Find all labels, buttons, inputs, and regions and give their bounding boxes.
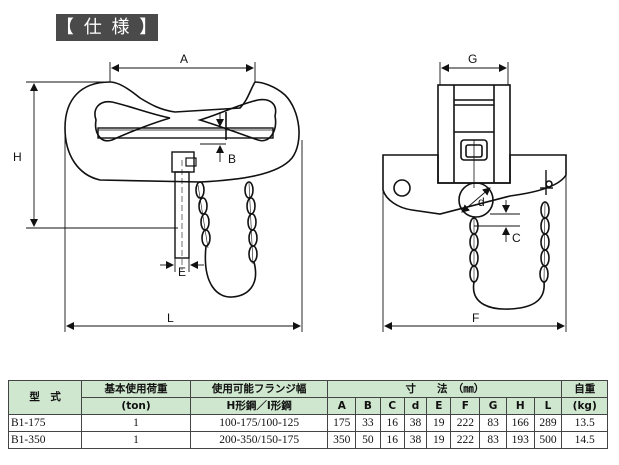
table-row: B1-350 1 200-350/150-175 350 50 16 38 19…	[7, 431, 608, 449]
dim-label-l: L	[167, 311, 174, 325]
side-chain-loop	[472, 281, 545, 310]
table-subheader-row: (ton) H形鋼／I形鋼 A B C d E F G H L (kg)	[9, 397, 608, 415]
header-model: 型 式	[7, 380, 83, 415]
row-dim-g: 83	[479, 414, 507, 432]
dim-label-e: E	[178, 265, 186, 279]
header-flange-types: H形鋼／I形鋼	[189, 397, 329, 415]
table-header-row: 型 式 基本使用荷重 使用可能フランジ幅 寸 法 （㎜） 自重	[7, 380, 608, 415]
row-dim-l: 500	[533, 431, 563, 449]
row-dim-l: 289	[533, 414, 563, 432]
pin-circle	[458, 182, 494, 218]
row-dim-h: 166	[505, 414, 535, 432]
row-dim-e: 19	[426, 431, 452, 449]
dim-label-c: C	[512, 231, 521, 245]
dim-label-a: A	[180, 52, 188, 66]
right-hook-slot	[197, 98, 277, 142]
row-dim-c: 16	[379, 414, 405, 432]
row-dim-g: 83	[479, 431, 507, 449]
header-dim-e: E	[426, 397, 452, 415]
row-load: 1	[81, 431, 191, 449]
dim-label-b: B	[228, 152, 236, 166]
left-hook-slot	[94, 100, 171, 142]
front-left-chain	[195, 181, 211, 249]
row-dim-f: 222	[450, 431, 481, 449]
header-weight: 自重	[561, 380, 608, 398]
row-flange: 200-350/150-175	[189, 431, 329, 449]
side-dimensions	[382, 62, 567, 332]
row-dim-f: 222	[450, 414, 481, 432]
header-dim-f: F	[450, 397, 481, 415]
header-dim-g: G	[479, 397, 507, 415]
row-dim-b: 33	[355, 414, 381, 432]
row-dim-h: 193	[505, 431, 535, 449]
row-dim-b: 50	[355, 431, 381, 449]
table-row: B1-175 1 100-175/100-125 175 33 16 38 19…	[7, 414, 608, 432]
header-flange: 使用可能フランジ幅	[189, 380, 329, 398]
header-dim-h: H	[505, 397, 535, 415]
dim-label-h: H	[13, 150, 22, 164]
row-dim-e: 19	[426, 414, 452, 432]
front-view	[64, 81, 300, 270]
side-left-chain	[469, 217, 479, 283]
dim-label-d: d	[478, 195, 485, 209]
row-dim-d: 38	[403, 431, 428, 449]
row-model: B1-350	[7, 431, 83, 449]
side-view	[382, 84, 567, 218]
side-clamp-plate	[382, 154, 567, 215]
row-dim-c: 16	[379, 431, 405, 449]
row-weight: 13.5	[561, 414, 608, 432]
front-right-chain	[244, 181, 258, 265]
header-load-unit: (ton)	[81, 397, 191, 415]
header-dim-a: A	[327, 397, 357, 415]
header-dim-l: L	[533, 397, 563, 415]
row-dim-d: 38	[403, 414, 428, 432]
front-dimensions	[26, 62, 303, 332]
row-dim-a: 175	[327, 414, 357, 432]
technical-drawing: A H B E L	[13, 52, 567, 332]
flange-beam	[97, 127, 274, 139]
row-model: B1-175	[7, 414, 83, 432]
header-weight-unit: (kg)	[561, 397, 608, 415]
row-dim-a: 350	[327, 431, 357, 449]
dim-label-f: F	[472, 311, 479, 325]
row-load: 1	[81, 414, 191, 432]
row-weight: 14.5	[561, 431, 608, 449]
header-dim-d: d	[403, 397, 428, 415]
header-dims: 寸 法 （㎜）	[327, 380, 563, 398]
page-title: 【 仕 様 】	[56, 14, 158, 41]
lower-plate	[171, 151, 195, 173]
header-dim-c: C	[379, 397, 405, 415]
spec-table: 型 式 基本使用荷重 使用可能フランジ幅 寸 法 （㎜） 自重 (ton) H形…	[7, 380, 608, 449]
row-flange: 100-175/100-125	[189, 414, 329, 432]
clamp-jaw-outline	[64, 81, 300, 183]
front-chain-loop	[204, 245, 257, 298]
side-right-chain	[539, 201, 550, 283]
header-dim-b: B	[355, 397, 381, 415]
header-load: 基本使用荷重	[81, 380, 191, 398]
dim-label-g: G	[468, 52, 477, 66]
